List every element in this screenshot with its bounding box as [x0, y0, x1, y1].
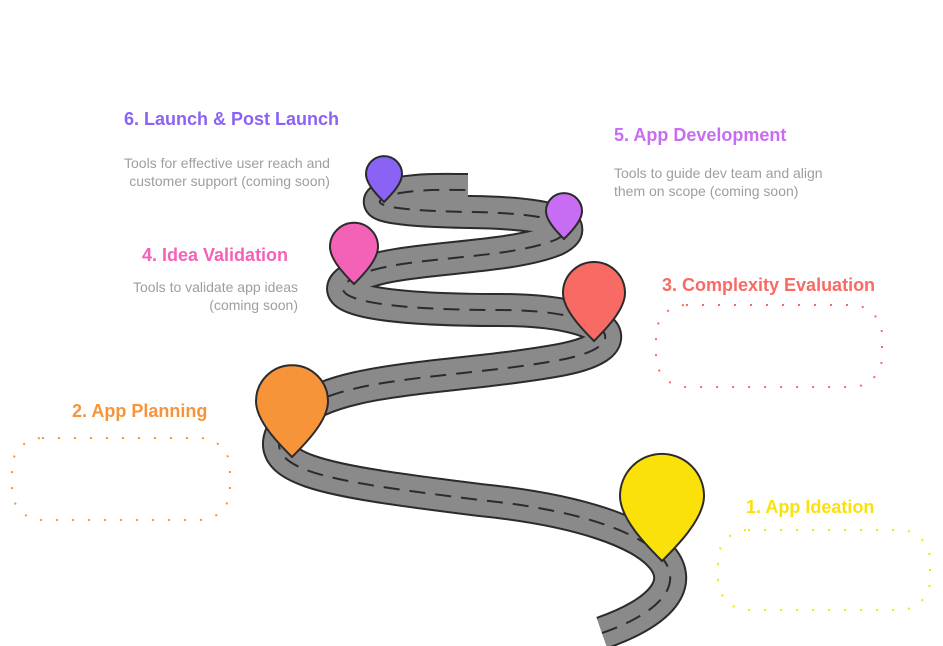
stage-2-title: 2. App Planning: [72, 401, 208, 421]
stage-5-description: Tools to guide dev team and align them o…: [614, 164, 823, 200]
stage-2-map-pin-icon: [254, 364, 330, 459]
stage-6-description-line2: customer support (coming soon): [129, 173, 330, 189]
stage-6-map-pin-icon: [364, 155, 404, 204]
stage-5-description-line1: Tools to guide dev team and align: [614, 165, 823, 181]
stage-4-description: Tools to validate app ideas (coming soon…: [120, 278, 298, 314]
stage-5-map-pin-icon: [544, 192, 584, 241]
stage-4-description-line1: Tools to validate app ideas: [133, 279, 298, 295]
stage-1-map-pin-icon: [618, 452, 706, 563]
stage-4-map-pin-icon: [328, 221, 380, 286]
stage-1-placeholder-box: [717, 529, 931, 611]
stage-4-title: 4. Idea Validation: [142, 245, 289, 265]
stage-5-title: 5. App Development: [614, 125, 787, 145]
stage-3-placeholder-box: [655, 304, 883, 388]
stage-4-description-line2: (coming soon): [209, 297, 298, 313]
stage-2-placeholder-box: [11, 437, 231, 521]
stage-3-map-pin-icon: [561, 261, 627, 343]
road-center-dashes: [278, 188, 672, 634]
stage-6-title: 6. Launch & Post Launch: [124, 109, 340, 129]
stage-6-description-line1: Tools for effective user reach and: [124, 155, 330, 171]
stage-5-description-line2: them on scope (coming soon): [614, 183, 799, 199]
stage-6-description: Tools for effective user reach and custo…: [124, 154, 330, 190]
stage-1-title: 1. App Ideation: [746, 497, 875, 517]
stage-3-title: 3. Complexity Evaluation: [662, 275, 876, 295]
